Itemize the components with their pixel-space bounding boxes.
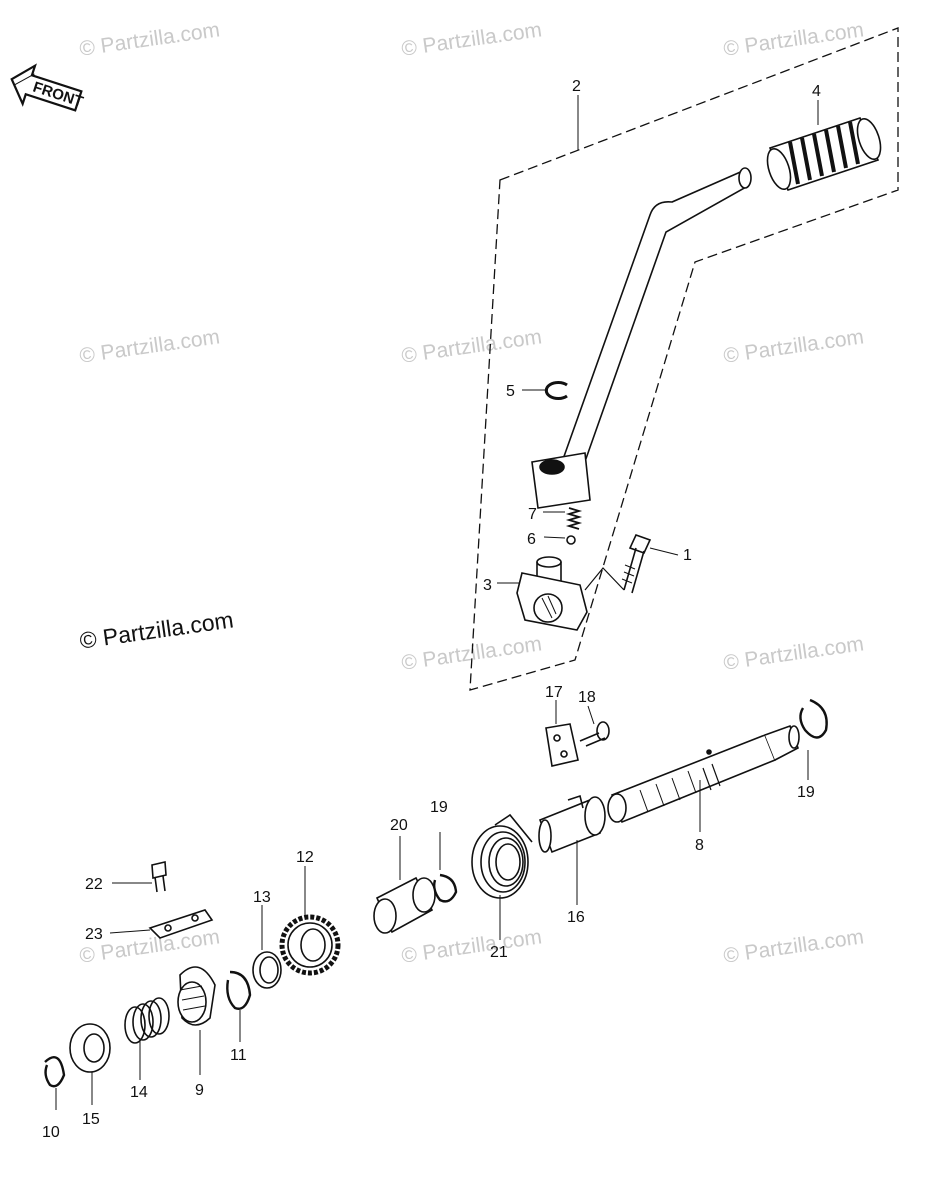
stopper-screw bbox=[579, 721, 610, 747]
callout-10: 10 bbox=[42, 1124, 60, 1141]
guide-bolt bbox=[151, 861, 167, 893]
callout-11: 11 bbox=[230, 1047, 247, 1064]
leader-lines bbox=[55, 95, 819, 1110]
callout-6: 6 bbox=[527, 531, 536, 548]
callout-18: 18 bbox=[578, 689, 596, 706]
circlip bbox=[44, 1056, 66, 1088]
callout-13: 13 bbox=[253, 889, 271, 906]
callout-20: 20 bbox=[390, 817, 408, 834]
kickstarter-gear bbox=[279, 914, 341, 976]
callout-14: 14 bbox=[130, 1084, 148, 1101]
return-spring bbox=[471, 813, 533, 899]
thrust-washer bbox=[252, 951, 282, 989]
guide-plate bbox=[148, 909, 214, 939]
callout-19: 19 bbox=[430, 799, 448, 816]
callout-1: 1 bbox=[683, 547, 692, 564]
callout-3: 3 bbox=[483, 577, 492, 594]
pedal-hub bbox=[516, 556, 588, 631]
callout-12: 12 bbox=[296, 849, 314, 866]
detent-ball bbox=[566, 535, 576, 545]
callout-9: 9 bbox=[195, 1082, 204, 1099]
kick-pedal-lever bbox=[531, 167, 752, 509]
ratchet-spring bbox=[124, 997, 170, 1044]
kick-pedal-assembly-outline bbox=[469, 27, 899, 691]
circlip bbox=[432, 873, 458, 903]
rubber-grip bbox=[766, 117, 882, 191]
callout-4: 4 bbox=[812, 83, 821, 100]
callout-22: 22 bbox=[85, 876, 103, 893]
callout-19: 19 bbox=[797, 784, 815, 801]
assembly-connector-line bbox=[584, 567, 625, 591]
callout-5: 5 bbox=[506, 383, 515, 400]
c-clip bbox=[544, 381, 568, 400]
spring-guide-washer bbox=[69, 1023, 111, 1073]
callout-7: 7 bbox=[528, 506, 537, 523]
stopper-plate bbox=[545, 723, 579, 767]
detent-spring bbox=[565, 507, 583, 530]
pinch-bolt bbox=[621, 534, 652, 594]
shaft-sleeve bbox=[538, 794, 606, 854]
callout-23: 23 bbox=[85, 926, 103, 943]
kick-ratchet bbox=[177, 966, 216, 1026]
callout-15: 15 bbox=[82, 1111, 100, 1128]
spacer-collar bbox=[373, 876, 436, 934]
circlip bbox=[226, 970, 252, 1010]
circlip bbox=[799, 698, 828, 739]
front-arrow-icon: FRONT bbox=[10, 63, 85, 112]
callout-2: 2 bbox=[572, 78, 581, 95]
callout-16: 16 bbox=[567, 909, 585, 926]
callout-21: 21 bbox=[490, 944, 508, 961]
callout-8: 8 bbox=[695, 837, 704, 854]
callout-17: 17 bbox=[545, 684, 563, 701]
kickstarter-shaft bbox=[607, 724, 800, 824]
